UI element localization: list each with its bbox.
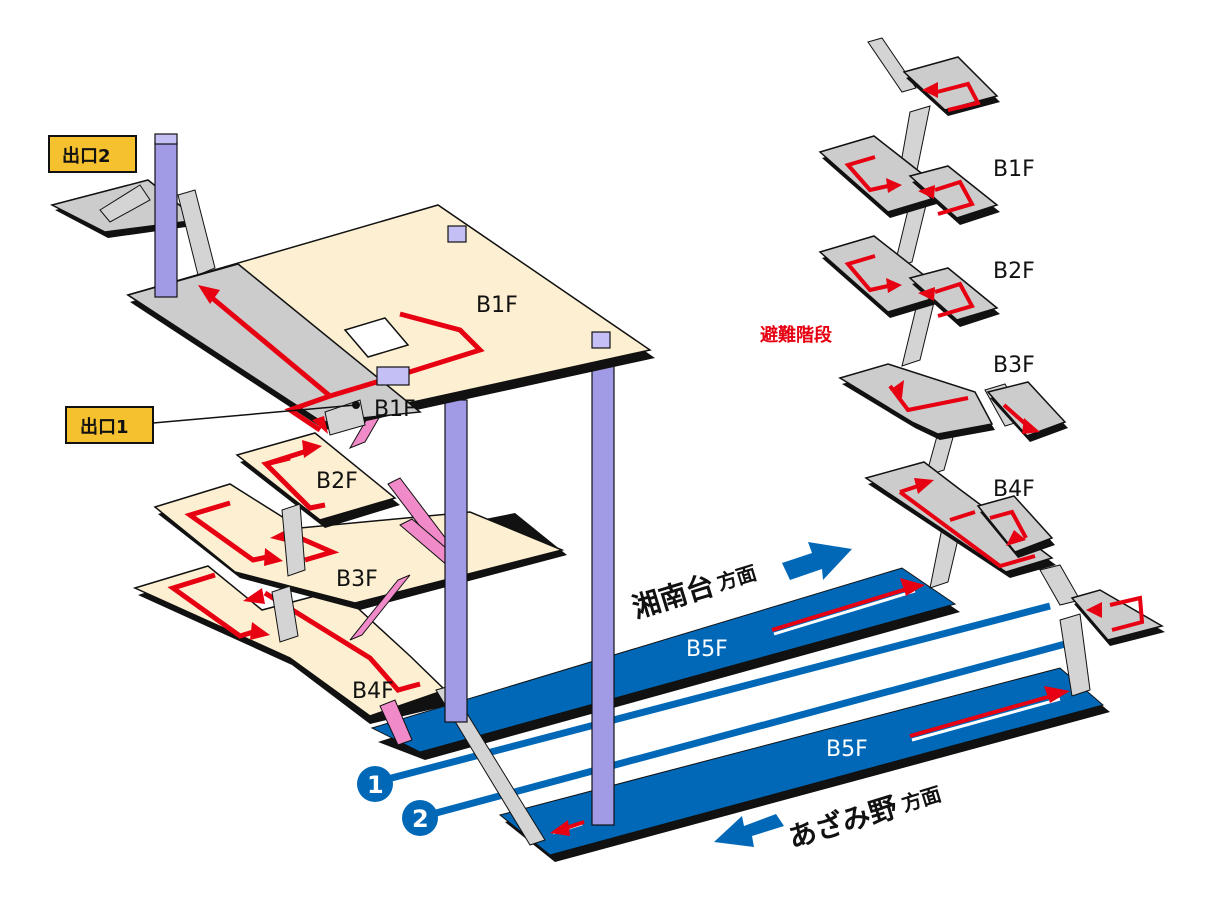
pillars <box>444 364 615 826</box>
floor-b4f: B4F <box>132 565 450 724</box>
floor-label-b3f: B3F <box>336 567 378 592</box>
arrow-left-icon <box>550 820 570 836</box>
floor-label-b1f-main: B1F <box>476 293 518 318</box>
evac-floor-label-b2f: B2F <box>993 259 1035 284</box>
svg-text:2: 2 <box>412 805 429 833</box>
evac-landing <box>818 235 950 318</box>
evac-landing <box>818 135 950 218</box>
escalator-b4f-b5f <box>379 699 413 746</box>
platform-upper: B5F <box>370 567 960 760</box>
pillar-top-icon <box>447 225 467 243</box>
direction-azamino-suffix: 方面 <box>899 782 944 817</box>
floor-label-b2f: B2F <box>316 469 358 494</box>
evacuation-stairs: B1F B2F 避難階段 B3F <box>760 37 1165 697</box>
platform-upper-label: B5F <box>686 637 728 662</box>
evac-landing <box>908 165 1000 225</box>
exit-2-label[interactable]: 出口2 <box>48 135 137 173</box>
pillar <box>591 364 615 826</box>
pillar-top-icon <box>591 331 611 349</box>
floor-b2f: B2F <box>235 432 400 528</box>
track-line-1 <box>379 602 1051 785</box>
track-number-2: 2 <box>402 800 438 836</box>
svg-text:出口2: 出口2 <box>62 145 111 167</box>
exit-2-passage <box>49 179 216 276</box>
evac-landing <box>1070 589 1165 646</box>
evac-landing <box>902 56 1000 116</box>
central-stairs <box>271 503 546 846</box>
evac-landing <box>986 381 1068 442</box>
svg-text:出口1: 出口1 <box>80 416 129 438</box>
floor-label-b1f-exit: B1F <box>374 397 416 422</box>
track-line-2 <box>424 636 1081 820</box>
evac-landing <box>976 495 1055 558</box>
direction-shonandai-label: 湘南台 <box>628 569 718 625</box>
pillar <box>444 399 468 723</box>
exit-1-leader <box>152 401 360 424</box>
exit-2-pillar <box>154 133 178 298</box>
evac-floor-label-b3f: B3F <box>993 353 1035 378</box>
evac-floor-label-b4f: B4F <box>993 477 1035 502</box>
evac-landing <box>908 267 1000 327</box>
svg-text:1: 1 <box>367 771 384 799</box>
arrow-right-icon <box>1044 686 1070 703</box>
direction-shonandai-suffix: 方面 <box>714 560 759 595</box>
evac-floor-label-b1f: B1F <box>993 157 1035 182</box>
direction-arrow-left-icon <box>714 814 784 847</box>
direction-azamino-label: あざみ野 <box>784 790 901 854</box>
platform-lower-label: B5F <box>826 737 868 762</box>
direction-arrow-right-icon <box>782 542 852 580</box>
evacuation-stairs-label: 避難階段 <box>760 324 833 346</box>
evac-landing <box>838 363 995 440</box>
track-number-1: 1 <box>357 766 393 802</box>
exit-1-label[interactable]: 出口1 <box>65 406 154 444</box>
arrow-right-icon <box>900 578 925 596</box>
escalator-b3f-b4f <box>349 574 411 641</box>
ticket-gate-icon <box>376 366 410 386</box>
floor-b1f: B1F B1F <box>126 204 655 436</box>
floor-label-b4f: B4F <box>352 679 394 704</box>
track-lines <box>379 602 1081 820</box>
